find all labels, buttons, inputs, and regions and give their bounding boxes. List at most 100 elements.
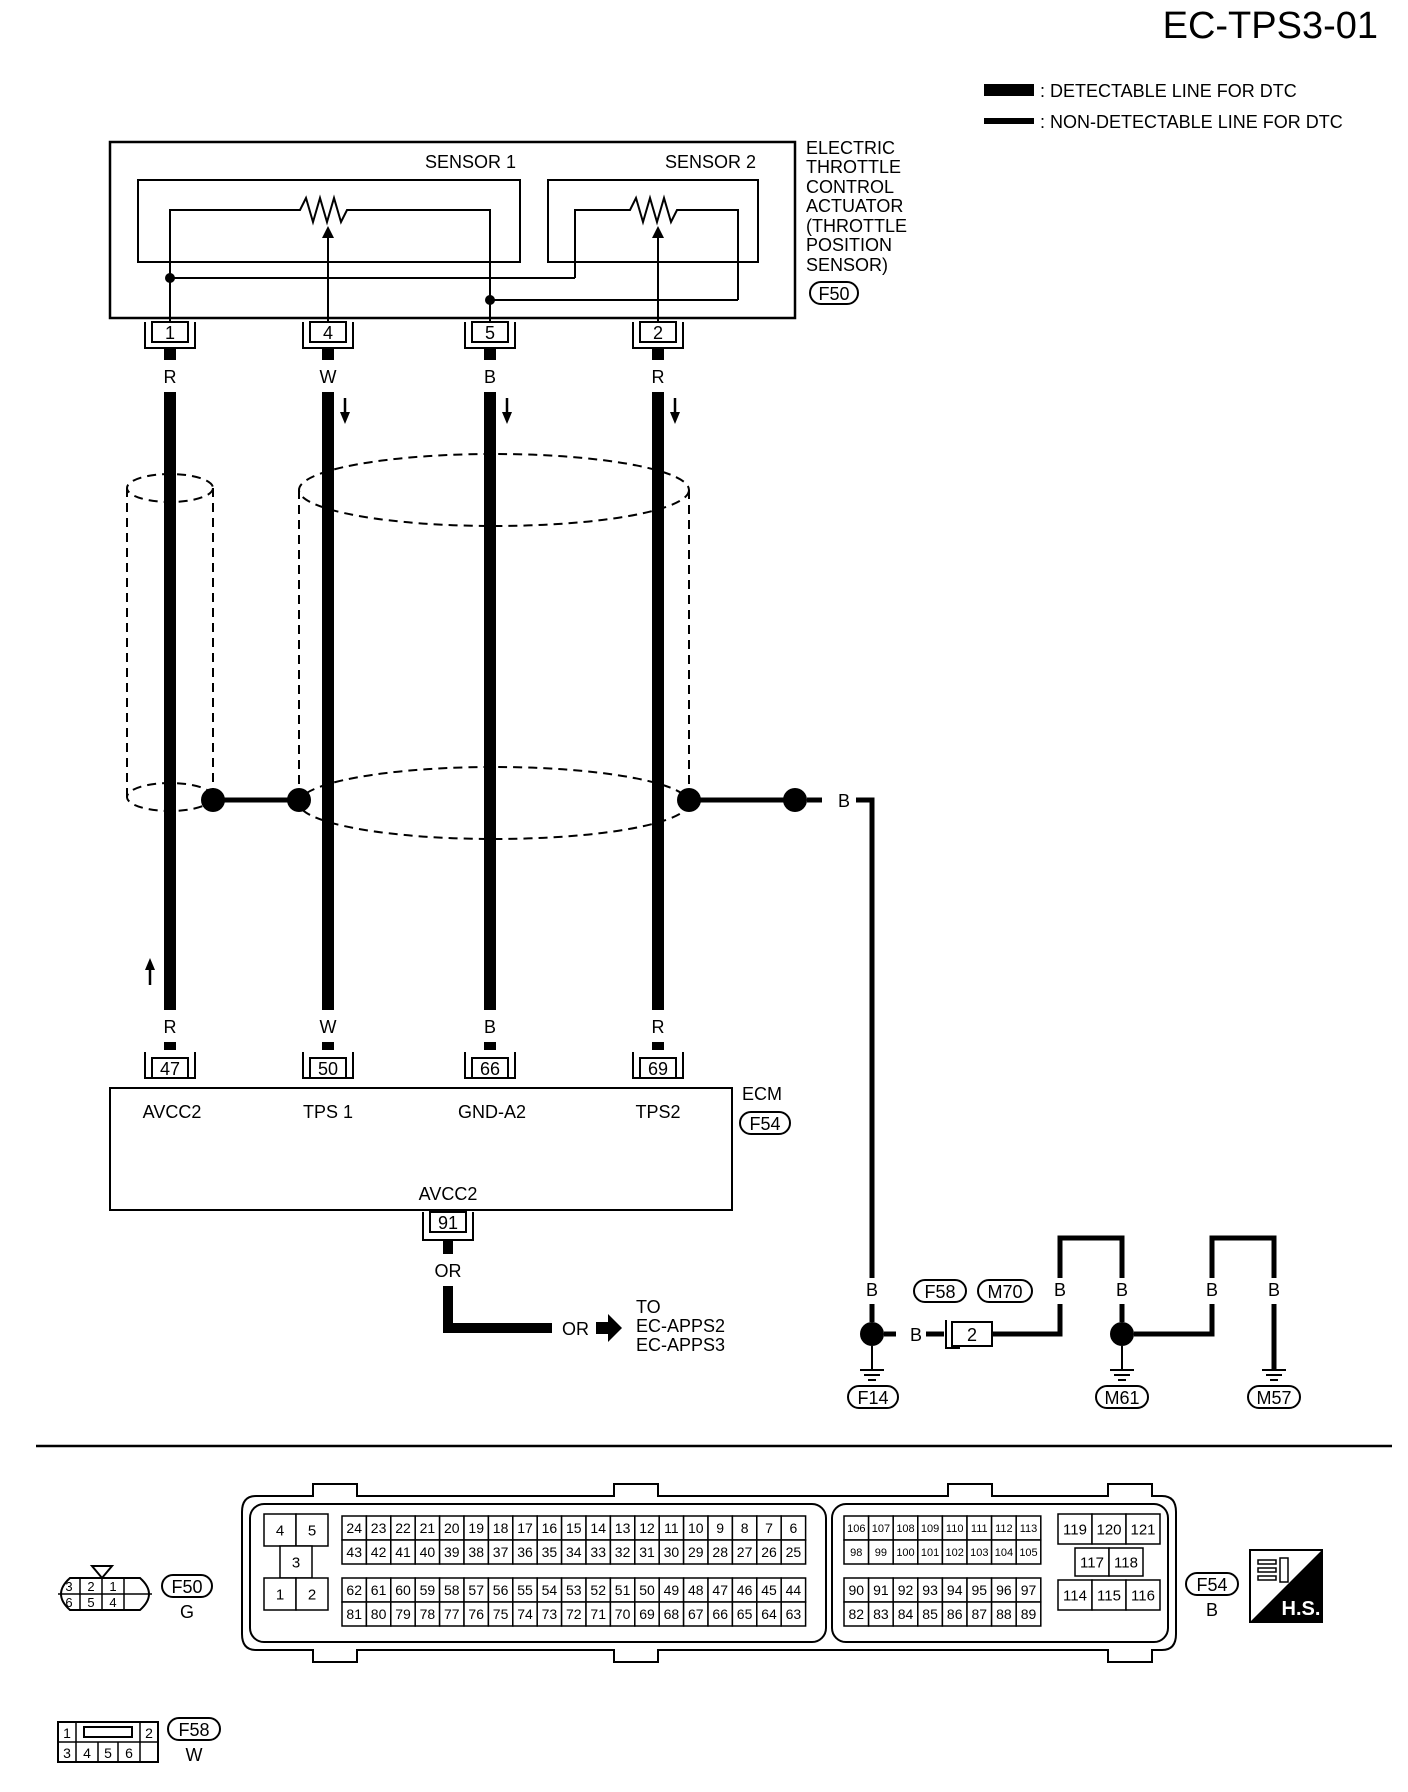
actuator-name-line: POSITION [806, 235, 892, 255]
ecm-bottom-signal-label: AVCC2 [419, 1184, 478, 1204]
f54-pin-number: 20 [444, 1520, 460, 1536]
f54-pin-number: 85 [922, 1606, 938, 1622]
f54-pin-cell [867, 1601, 894, 1627]
pin-number: 5 [485, 323, 495, 343]
label-gap [475, 1010, 505, 1042]
f54-pin-cell [941, 1601, 968, 1627]
f54-pin-number: 9 [716, 1520, 724, 1536]
f54-pin-number: 120 [1096, 1521, 1121, 1538]
pin-number: 91 [438, 1213, 458, 1233]
f58-pin: 3 [63, 1745, 71, 1761]
f54-pin-cell [731, 1601, 758, 1627]
f54-pin-cell [707, 1539, 734, 1565]
pin-box [639, 1057, 677, 1079]
actuator-pins: 1 4 5 2 [144, 321, 684, 349]
f54-pin-number: 37 [493, 1544, 509, 1560]
f54-pin-cell [414, 1515, 441, 1541]
pin-box [309, 321, 347, 343]
f54-pin-number: 61 [371, 1582, 387, 1598]
drain-node [783, 788, 807, 812]
f54-pin-number: 45 [761, 1582, 777, 1598]
f54-pin-number: 69 [639, 1606, 655, 1622]
f54-pin-number: 118 [1114, 1554, 1138, 1571]
f54-pin-number: 82 [849, 1606, 865, 1622]
pin-number: 69 [648, 1059, 668, 1079]
wire-color-top: R [652, 367, 665, 387]
f54-pin-number: 72 [566, 1606, 582, 1622]
f54-pin-cell [780, 1601, 807, 1627]
f54-pin-number: 41 [395, 1544, 411, 1560]
ground-badge [847, 1385, 899, 1409]
f54-pin-number: 63 [786, 1606, 802, 1622]
f54-pin-number: 121 [1130, 1521, 1155, 1538]
joint-connector-label: M70 [987, 1282, 1022, 1302]
actuator-pin: 4 [302, 321, 354, 349]
f54-pin-cell [463, 1601, 490, 1627]
f54-pin-number: 24 [346, 1520, 362, 1536]
f54-pin-cell [560, 1515, 587, 1541]
f54-pin-cell [487, 1601, 514, 1627]
connector-view-f50: 3 2 1 6 5 4 F50 G [58, 1565, 213, 1622]
sensor2-outline [547, 179, 759, 263]
f54-pin-number: 115 [1097, 1587, 1121, 1604]
drain-node [201, 788, 225, 812]
legend-nondetectable-label: : NON-DETECTABLE LINE FOR DTC [1040, 112, 1343, 132]
ground-badge [1095, 1385, 1149, 1409]
f54-pin-number: 19 [468, 1520, 484, 1536]
f54-pin-number: 66 [712, 1606, 728, 1622]
f54-badge [1185, 1572, 1239, 1596]
f54-pin-number: 39 [444, 1544, 460, 1560]
f54-pin-number: 36 [517, 1544, 533, 1560]
f54-pin-number: 25 [786, 1544, 802, 1560]
actuator-pin: 2 [632, 321, 684, 349]
ground-badge [1247, 1385, 1301, 1409]
f54-pin-number: 28 [712, 1544, 728, 1560]
f54-pin-number: 52 [590, 1582, 606, 1598]
ecm-outline [109, 1087, 733, 1211]
legend-detectable-swatch [984, 84, 1034, 96]
joint-connector-badge [977, 1279, 1033, 1303]
f54-pin-cell [560, 1539, 587, 1565]
f54-pin-number: 92 [898, 1582, 914, 1598]
wire-stub [485, 348, 495, 360]
f54-pin-number: 17 [517, 1520, 533, 1536]
ecm-pin: 69 [632, 1052, 684, 1079]
f54-pin-cell [1015, 1539, 1042, 1565]
drain-wire-down [856, 797, 875, 1278]
ecm-module: AVCC2 TPS 1 GND-A2 TPS2 AVCC2 ECM F54 [109, 1084, 791, 1211]
f54-pin-cell [263, 1577, 297, 1611]
f54-pin-cell [843, 1539, 870, 1565]
to-label: TO [636, 1297, 661, 1317]
actuator-name: ELECTRIC THROTTLE CONTROL ACTUATOR (THRO… [806, 138, 907, 275]
f54-pin-number: 110 [946, 1523, 964, 1535]
f54-pin-number: 99 [875, 1547, 887, 1559]
sensor2-label: SENSOR 2 [665, 152, 756, 172]
f54-pin-number: 12 [639, 1520, 655, 1536]
f54-pin-cell [941, 1539, 968, 1565]
f54-label: F54 [1196, 1575, 1227, 1595]
wire-stub [165, 348, 175, 360]
f58-color: W [186, 1745, 203, 1765]
f54-pin-number: 97 [1021, 1582, 1037, 1598]
f54-pin-number: 78 [420, 1606, 436, 1622]
pin-box [471, 1057, 509, 1079]
diagram-title: EC-TPS3-01 [1163, 5, 1378, 47]
ground-label: F14 [857, 1388, 888, 1408]
joint-connector-label: F58 [924, 1282, 955, 1302]
f50-label: F50 [171, 1577, 202, 1597]
f54-pin-number: 43 [346, 1544, 362, 1560]
f54-outer [241, 1483, 1177, 1663]
f54-pin-number: 109 [921, 1523, 939, 1535]
f54-pin-number: 103 [970, 1547, 988, 1559]
actuator-connector-label: F50 [818, 284, 849, 304]
f54-pin-number: 95 [972, 1582, 988, 1598]
joint-connector-badge [913, 1279, 967, 1303]
f54-pin-number: 105 [1019, 1547, 1037, 1559]
f54-pin-number: 11 [664, 1520, 679, 1536]
connector-view-f58: 1 2 3 4 5 6 F58 W [57, 1717, 221, 1765]
f54-pin-number: 80 [371, 1606, 387, 1622]
f54-pin-number: 101 [921, 1547, 939, 1559]
hs-badge-label: H.S. [1282, 1598, 1321, 1620]
